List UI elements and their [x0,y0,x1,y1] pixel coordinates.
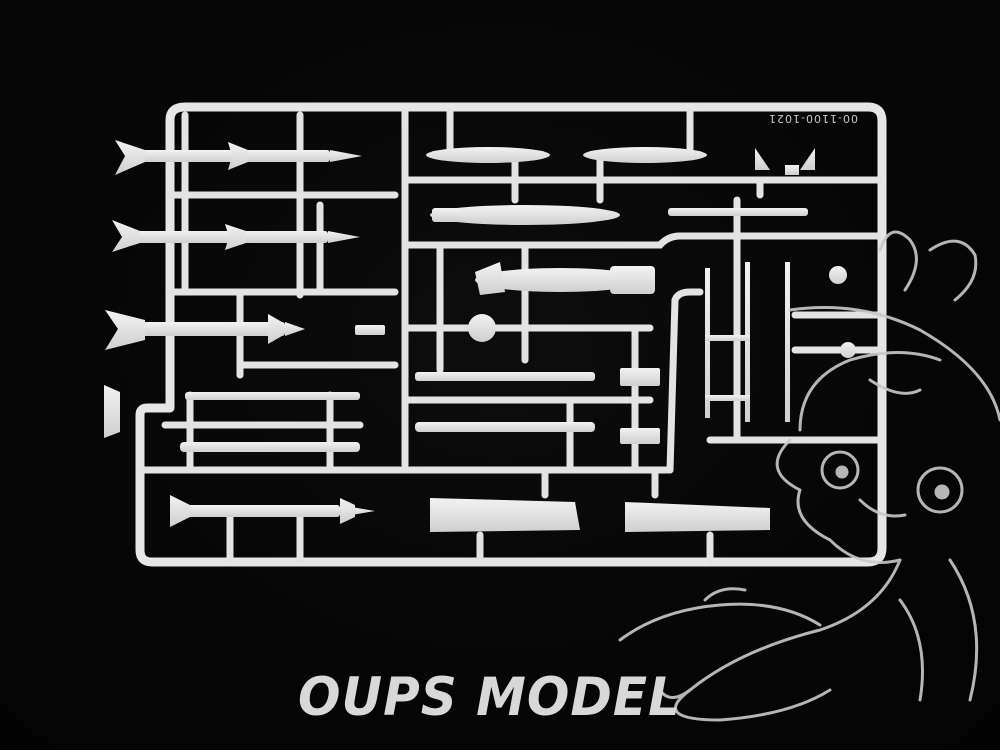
missile-4 [170,495,375,527]
launch-rails [180,372,595,452]
fin-plate [104,385,120,438]
bomb-body-2 [475,262,655,295]
missile-1 [115,140,362,175]
brand-watermark: OUPS MODEL [298,666,681,728]
small-parts [355,148,856,444]
pod-right [625,502,770,532]
mascot-logo [618,230,1000,722]
drop-tank-1 [426,147,707,163]
missile-2 [112,220,360,252]
pod-left [430,498,580,532]
bomb-body-1 [430,205,620,225]
sprue-outer-frame [135,102,887,567]
missile-3 [105,310,305,350]
sprue-code-label: 00-1100-1021 [768,112,858,125]
